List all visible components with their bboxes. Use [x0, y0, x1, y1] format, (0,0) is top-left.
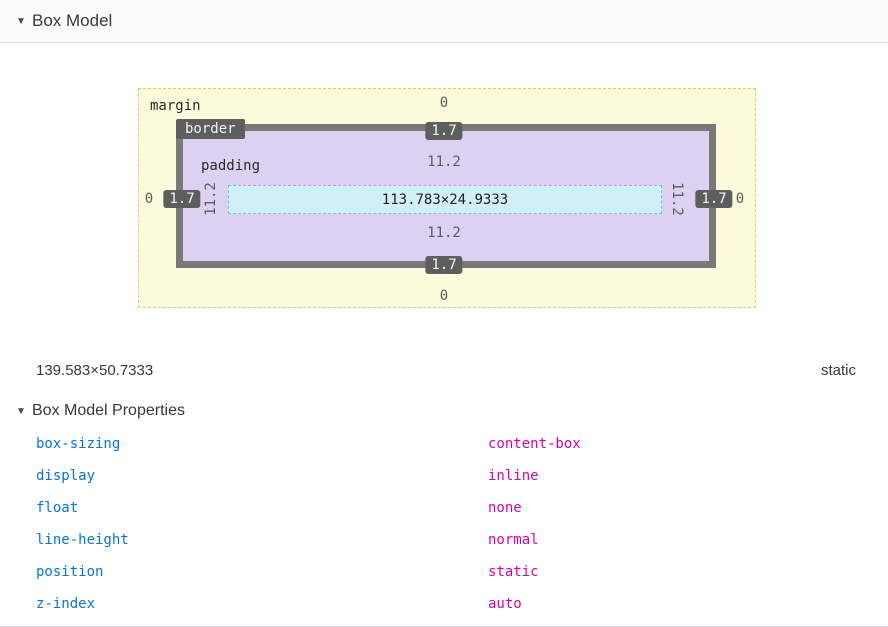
- margin-right-value[interactable]: 0: [735, 191, 745, 207]
- padding-label: padding: [201, 158, 261, 174]
- property-value: auto: [488, 596, 522, 612]
- properties-collapse-arrow-icon[interactable]: ▼: [16, 405, 26, 417]
- element-position: static: [820, 362, 856, 379]
- property-row: line-height normal: [0, 526, 888, 558]
- margin-bottom-value[interactable]: 0: [439, 288, 449, 304]
- property-row: display inline: [0, 462, 888, 494]
- border-label: border: [176, 119, 245, 139]
- property-name: z-index: [36, 596, 96, 612]
- padding-left-value[interactable]: 11.2: [203, 182, 219, 216]
- box-model-properties-header[interactable]: ▼ Box Model Properties: [0, 398, 888, 424]
- property-name: position: [36, 564, 104, 580]
- property-row: float none: [0, 494, 888, 526]
- padding-bottom-value[interactable]: 11.2: [427, 225, 461, 241]
- properties-list: box-sizing content-box display inline fl…: [0, 430, 888, 622]
- padding-right-value[interactable]: 11.2: [669, 182, 685, 216]
- collapse-arrow-icon[interactable]: ▼: [16, 15, 26, 27]
- property-row: box-sizing content-box: [0, 430, 888, 462]
- property-name: display: [36, 468, 96, 484]
- property-name: float: [36, 500, 79, 516]
- margin-label: margin: [150, 98, 201, 114]
- property-name: line-height: [36, 532, 129, 548]
- box-model-properties-title: Box Model Properties: [32, 402, 185, 419]
- property-value: none: [488, 500, 522, 516]
- content-region[interactable]: 113.783×24.9333: [228, 185, 662, 214]
- element-dimensions: 139.583×50.7333: [36, 362, 154, 379]
- border-top-value[interactable]: 1.7: [425, 122, 463, 140]
- property-row: z-index auto: [0, 590, 888, 622]
- content-size-value[interactable]: 113.783×24.9333: [381, 191, 509, 208]
- margin-left-value[interactable]: 0: [144, 191, 154, 207]
- property-value: normal: [488, 532, 539, 548]
- property-value: inline: [488, 468, 539, 484]
- property-value: content-box: [488, 436, 581, 452]
- margin-top-value[interactable]: 0: [439, 95, 449, 111]
- box-model-diagram: 113.783×24.9333 margin border padding 0 …: [0, 43, 888, 343]
- box-model-title: Box Model: [32, 11, 113, 30]
- property-row: position static: [0, 558, 888, 590]
- border-right-value[interactable]: 1.7: [695, 190, 733, 208]
- border-bottom-value[interactable]: 1.7: [425, 256, 463, 274]
- box-model-section-header[interactable]: ▼ Box Model: [0, 0, 888, 43]
- property-value: static: [488, 564, 539, 580]
- padding-top-value[interactable]: 11.2: [427, 154, 461, 170]
- border-left-value[interactable]: 1.7: [163, 190, 201, 208]
- element-summary: 139.583×50.7333 static: [0, 360, 888, 384]
- property-name: box-sizing: [36, 436, 121, 452]
